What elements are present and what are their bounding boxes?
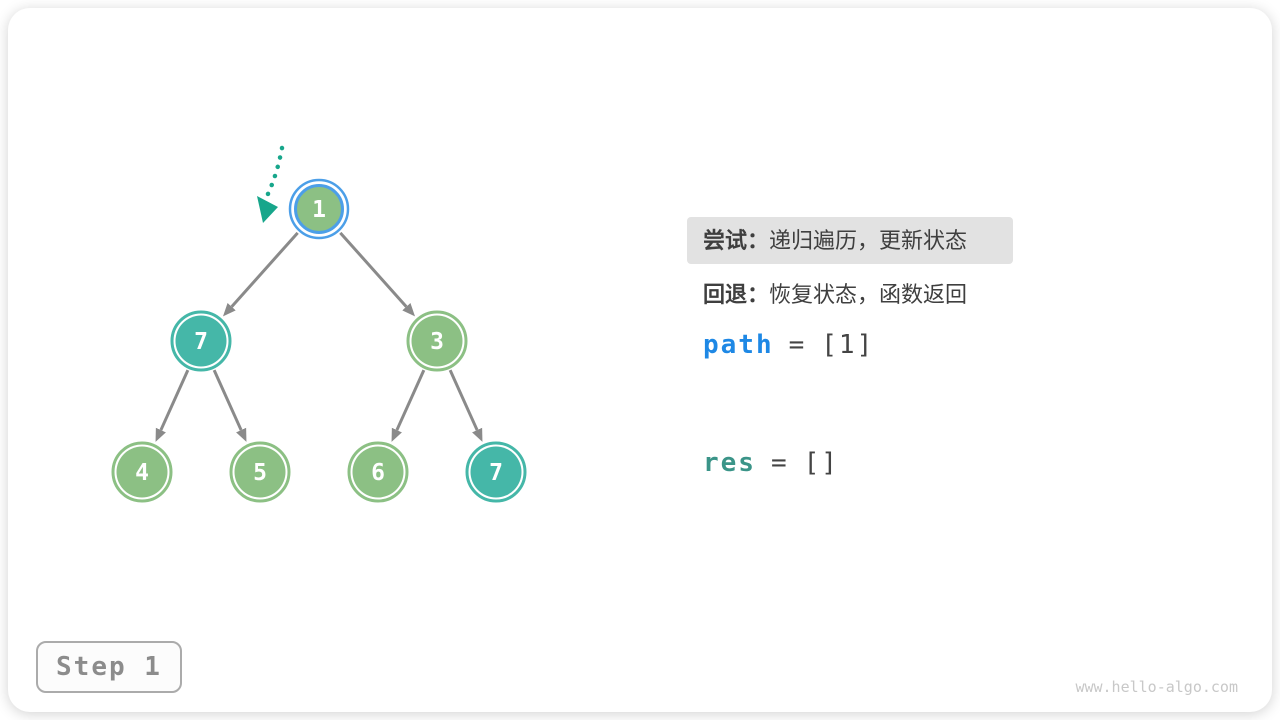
tree-node-4: 4 — [111, 441, 173, 503]
node-circle — [294, 184, 344, 234]
back-caption-label: 回退： — [703, 282, 770, 307]
node-circle — [175, 315, 227, 367]
tree-node-3: 3 — [406, 310, 468, 372]
tree-node-7: 7 — [465, 441, 527, 503]
node-value: 7 — [194, 329, 208, 355]
node-outer-ring — [465, 441, 527, 503]
res-var-name: res — [703, 448, 756, 478]
node-value: 5 — [253, 460, 267, 486]
tree-node-6: 6 — [347, 441, 409, 503]
tree-edge — [155, 369, 190, 442]
node-value: 7 — [489, 460, 503, 486]
tree-edge — [339, 231, 416, 317]
path-value: [1] — [821, 330, 875, 360]
res-value: [] — [803, 448, 839, 478]
try-caption: 尝试：递归遍历，更新状态 — [687, 217, 1013, 264]
step-badge: Step 1 — [36, 641, 182, 693]
try-caption-label: 尝试： — [703, 227, 770, 253]
tree-edge — [222, 231, 299, 317]
node-value: 1 — [312, 197, 326, 223]
tree-node-1-active: 1 — [288, 178, 350, 240]
node-value: 6 — [371, 460, 385, 486]
node-circle — [116, 446, 168, 498]
tree-node-7: 7 — [170, 310, 232, 372]
node-circle — [234, 446, 286, 498]
node-outer-ring — [347, 441, 409, 503]
tree-edge — [391, 369, 426, 442]
back-caption-text: 恢复状态，函数返回 — [769, 282, 968, 307]
path-equals-sign: = — [788, 330, 807, 360]
back-caption: 回退：恢复状态，函数返回 — [703, 281, 967, 309]
figure-card — [8, 8, 1272, 712]
tree-edge — [448, 369, 483, 442]
path-var-name: path — [703, 330, 774, 360]
node-outer-ring — [170, 310, 232, 372]
node-circle — [470, 446, 522, 498]
tree-node-5: 5 — [229, 441, 291, 503]
node-value: 3 — [430, 329, 444, 355]
node-circle — [411, 315, 463, 367]
watermark: www.hello-algo.com — [1075, 678, 1238, 696]
node-outer-ring — [229, 441, 291, 503]
node-circle — [352, 446, 404, 498]
path-variable-line: path = [1] — [703, 330, 874, 360]
res-equals-sign: = — [770, 448, 789, 478]
node-outer-ring — [288, 178, 350, 240]
step-label: Step 1 — [56, 652, 162, 682]
node-value: 4 — [135, 460, 149, 486]
res-variable-line: res = [] — [703, 448, 839, 478]
current-pointer-dotted-arrow — [264, 145, 285, 199]
try-caption-text: 递归遍历，更新状态 — [769, 227, 968, 253]
node-outer-ring — [111, 441, 173, 503]
node-outer-ring — [406, 310, 468, 372]
tree-edge — [212, 369, 247, 442]
current-pointer-arrowhead — [257, 196, 278, 223]
